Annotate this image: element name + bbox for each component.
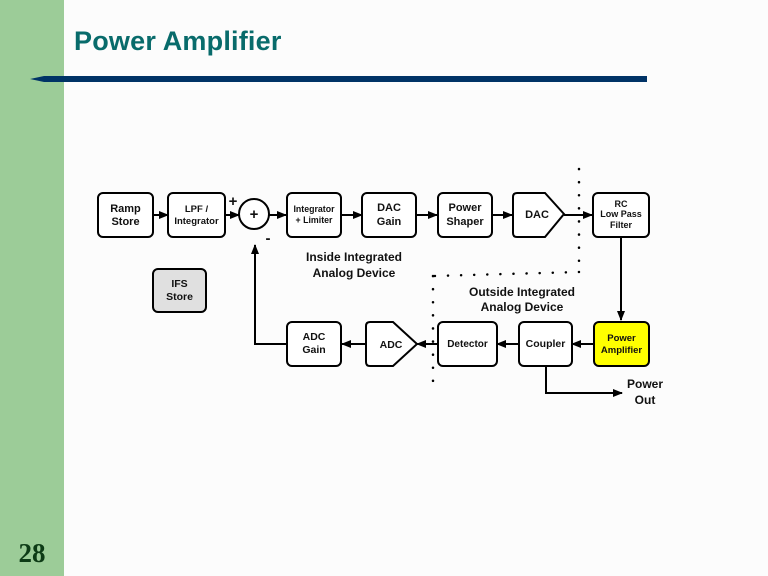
block-label: Power	[448, 202, 482, 214]
block-label: LPF /	[185, 204, 209, 215]
block-label: Integrator	[293, 204, 335, 214]
sidebar-band	[0, 0, 64, 576]
block-power-amplifier[interactable]: Power Amplifier	[593, 321, 650, 367]
label-inside-device: Inside Integrated Analog Device	[306, 250, 402, 280]
block-ramp-store[interactable]: Ramp Store	[97, 192, 154, 238]
label-power-out: Power Out	[627, 377, 663, 407]
feedback-path	[251, 244, 287, 345]
block-label: Gain	[302, 344, 325, 356]
block-power-shaper[interactable]: Power Shaper	[437, 192, 493, 238]
block-label: Low Pass	[600, 209, 642, 219]
label-outside-device: Outside Integrated Analog Device	[469, 285, 575, 314]
block-label: ADC	[380, 339, 403, 351]
summing-junction[interactable]: + + -	[229, 193, 271, 247]
block-label: DAC	[525, 209, 549, 221]
block-label: Store	[166, 291, 193, 303]
block-label: Shaper	[446, 216, 484, 228]
svg-text:Analog Device: Analog Device	[313, 266, 396, 280]
svg-text:Inside Integrated: Inside Integrated	[306, 250, 402, 264]
slide-number: 28	[18, 538, 46, 568]
block-detector[interactable]: Detector	[437, 321, 498, 367]
block-lpf-integrator[interactable]: LPF / Integrator	[167, 192, 226, 238]
block-adc-gain[interactable]: ADC Gain	[286, 321, 342, 367]
block-label: IFS	[171, 278, 187, 290]
block-ifs-store[interactable]: IFS Store	[152, 268, 207, 313]
sum-symbol: +	[250, 206, 259, 223]
block-label: Integrator	[174, 216, 219, 227]
svg-text:Power: Power	[627, 377, 663, 391]
block-label: Detector	[447, 339, 488, 350]
block-label: Amplifier	[601, 345, 642, 356]
block-label: Power	[607, 333, 636, 344]
block-label: Coupler	[526, 338, 566, 350]
device-boundary	[431, 167, 581, 394]
block-label: Store	[111, 216, 139, 228]
block-label: ADC	[303, 331, 326, 343]
block-label: Ramp	[110, 203, 141, 215]
svg-text:Outside Integrated: Outside Integrated	[469, 285, 575, 299]
svg-text:Analog Device: Analog Device	[481, 300, 564, 314]
plus-input-label: +	[229, 193, 238, 210]
svg-text:Out: Out	[635, 393, 656, 407]
block-rc-low-pass-filter[interactable]: RC Low Pass Filter	[592, 192, 650, 238]
title-underline	[30, 76, 647, 82]
block-dac-gain[interactable]: DAC Gain	[361, 192, 417, 238]
block-dac[interactable]: DAC	[512, 192, 566, 238]
block-adc[interactable]: ADC	[365, 321, 419, 367]
slide-title: Power Amplifier	[74, 26, 282, 56]
block-coupler[interactable]: Coupler	[518, 321, 573, 367]
block-label: RC	[615, 199, 628, 209]
power-out-path	[545, 366, 623, 397]
block-label: Filter	[610, 220, 633, 230]
block-label: + Limiter	[296, 215, 333, 225]
block-label: Gain	[377, 216, 402, 228]
block-label: DAC	[377, 202, 401, 214]
block-integrator-limiter[interactable]: Integrator + Limiter	[286, 192, 342, 238]
minus-input-label: -	[266, 230, 271, 247]
